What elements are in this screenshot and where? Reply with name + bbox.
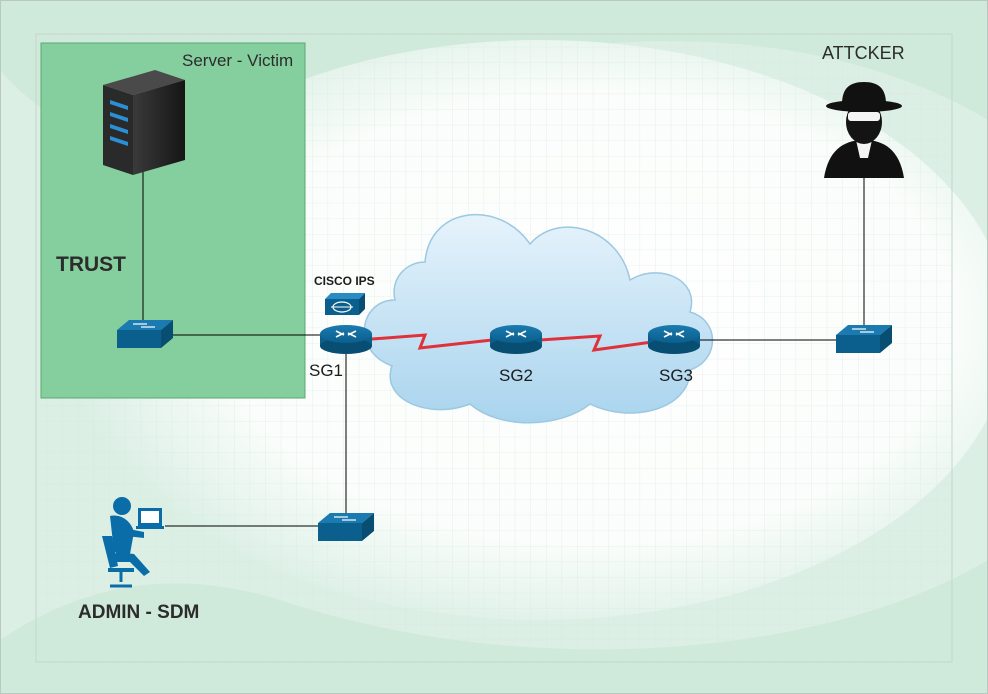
- server-zone-title: Server - Victim: [182, 51, 294, 70]
- switch-icon-attacker[interactable]: [836, 325, 892, 353]
- ips-label: CISCO IPS: [314, 274, 375, 288]
- router-label-sg3: SG3: [659, 366, 694, 385]
- router-icon-sg3[interactable]: [648, 325, 700, 354]
- router-icon-sg1[interactable]: [320, 325, 372, 354]
- router-label-sg1: SG1: [309, 361, 344, 380]
- serial-link-sg2-sg3: [539, 334, 653, 352]
- trust-zone-label: TRUST: [56, 253, 126, 276]
- user-workstation-icon[interactable]: [102, 497, 164, 588]
- wan-cloud-icon: [363, 213, 714, 424]
- attacker-label: ATTCKER: [822, 43, 905, 63]
- hacker-icon[interactable]: [824, 82, 904, 178]
- ips-icon[interactable]: [325, 293, 365, 315]
- switch-icon-admin[interactable]: [318, 513, 374, 541]
- router-label-sg2: SG2: [499, 366, 534, 385]
- server-icon[interactable]: [103, 70, 185, 175]
- router-icon-sg2[interactable]: [490, 325, 542, 354]
- admin-label: ADMIN - SDM: [78, 602, 200, 623]
- links: [142, 165, 865, 527]
- serial-link-sg1-sg2: [371, 333, 493, 350]
- switch-icon-trust[interactable]: [117, 320, 173, 348]
